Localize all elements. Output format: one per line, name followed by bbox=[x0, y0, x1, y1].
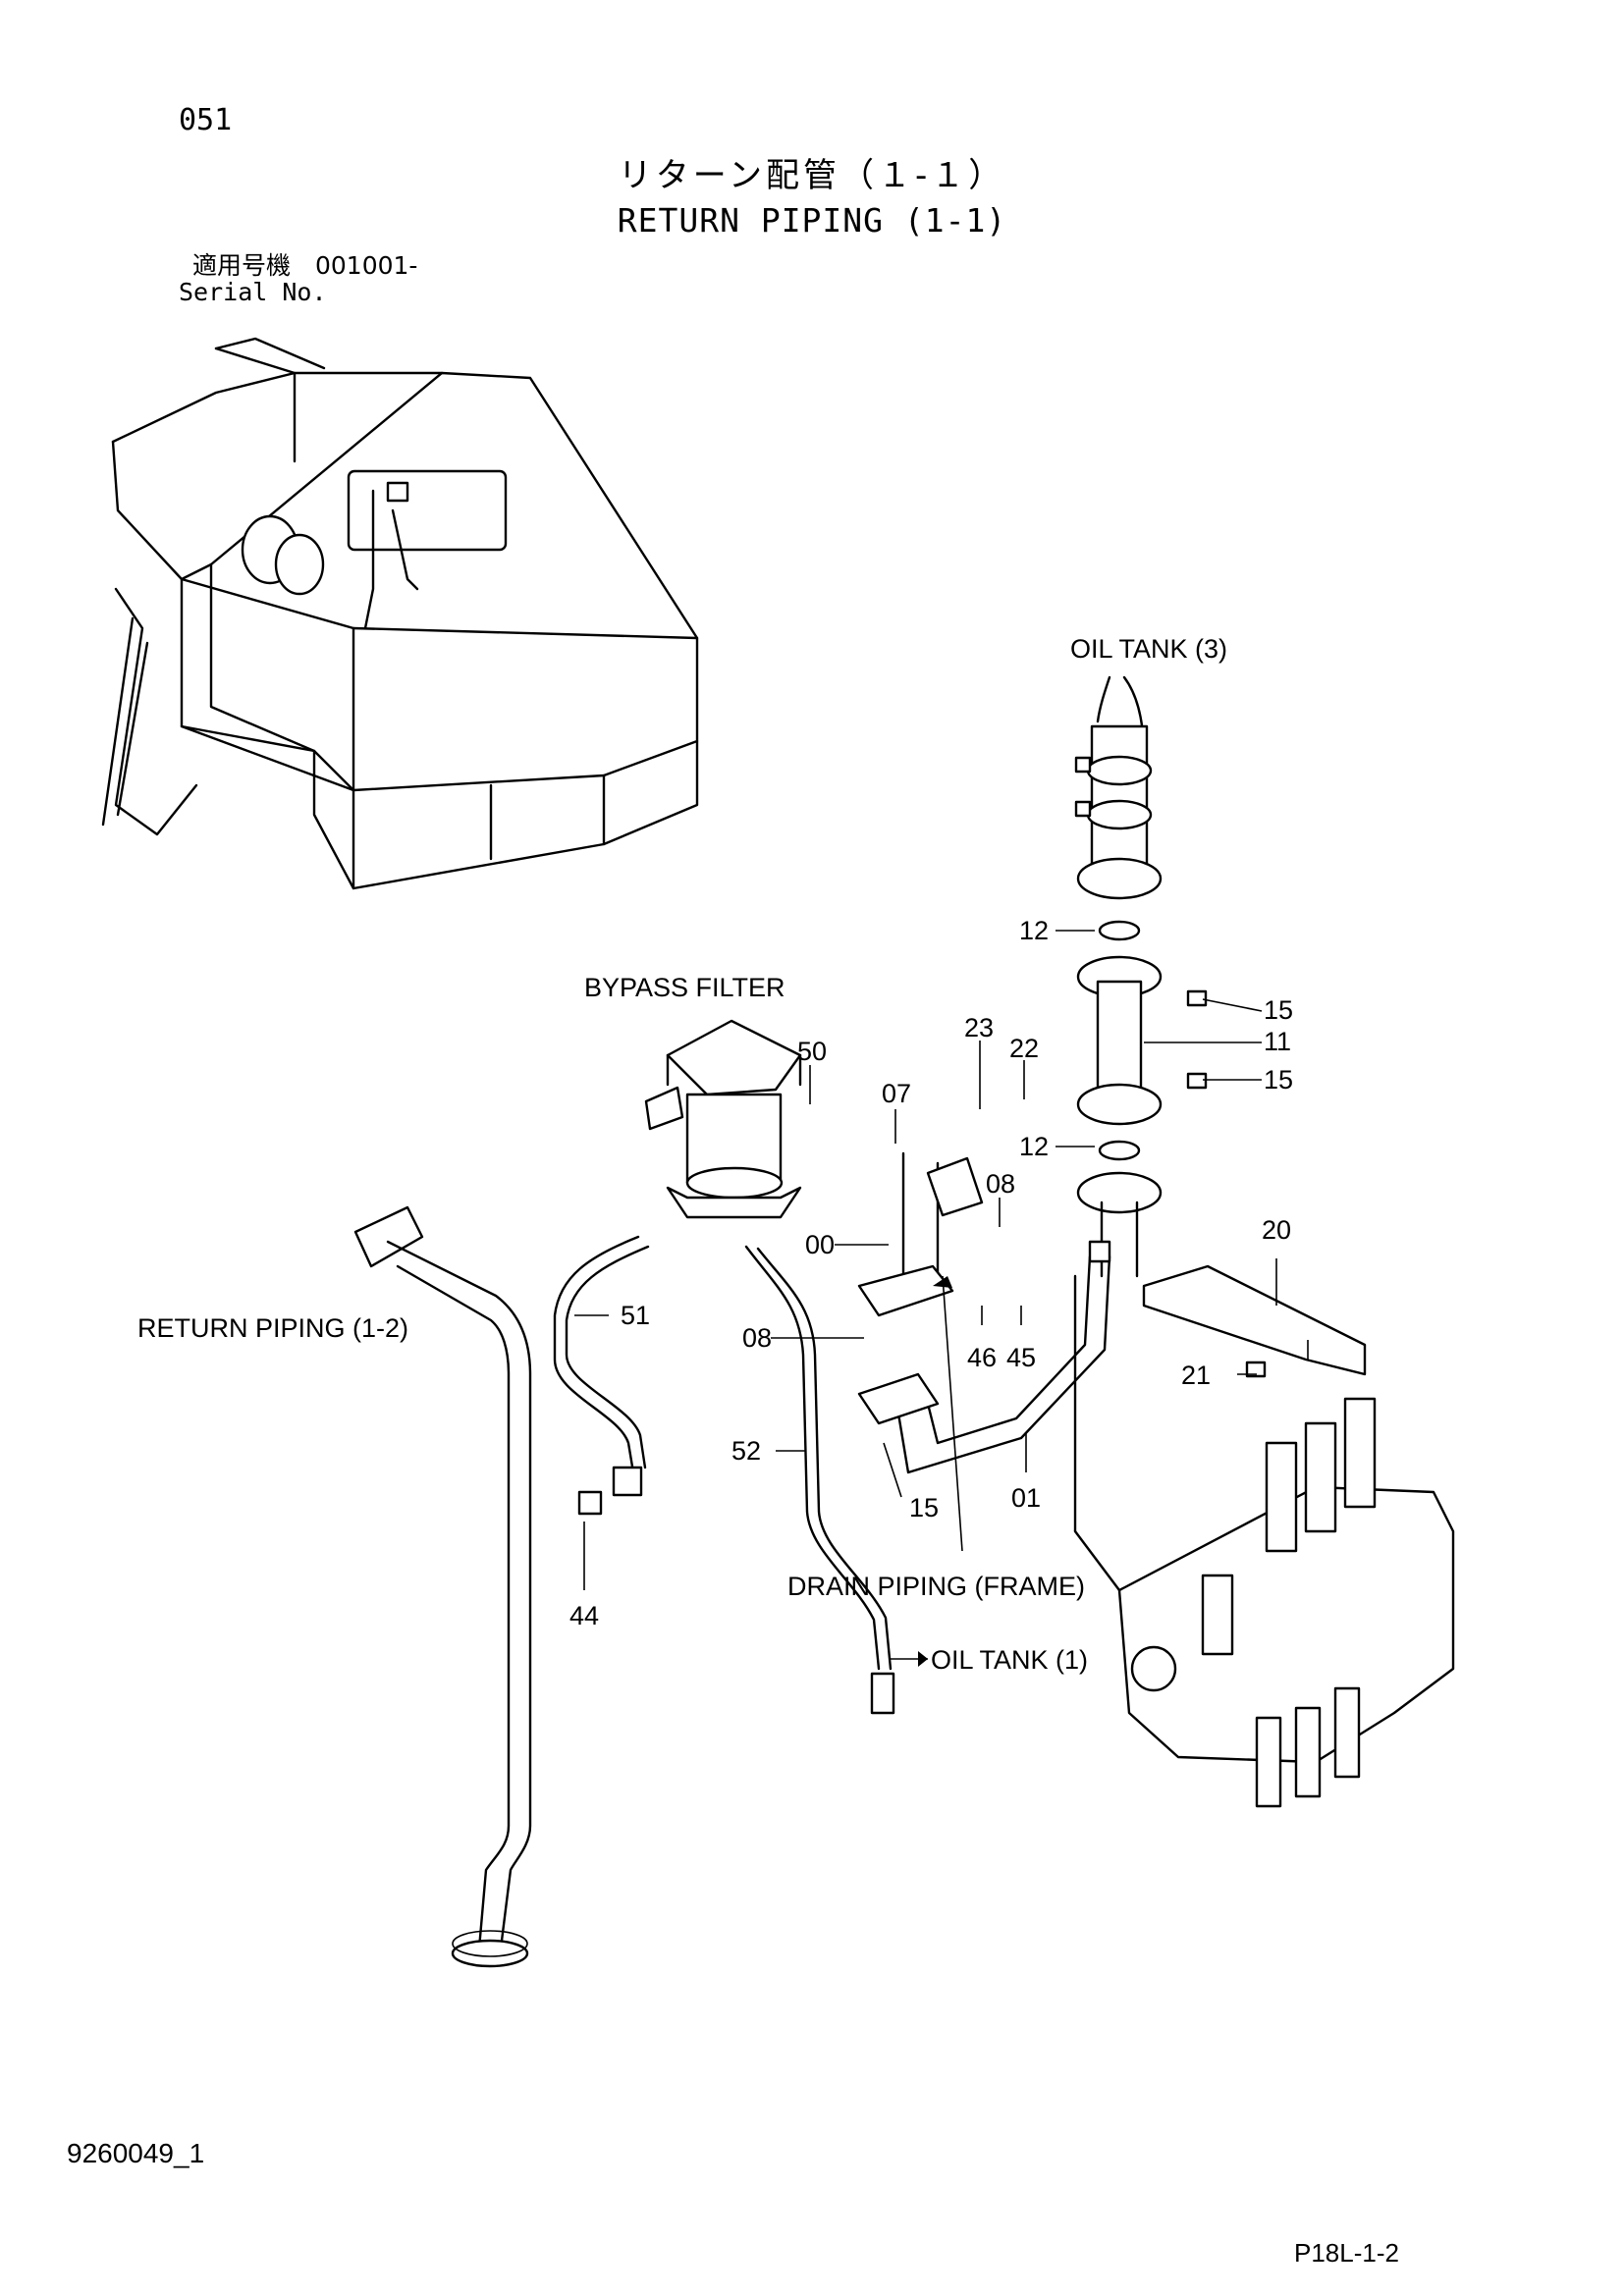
bypass-filter-drawing bbox=[644, 1019, 802, 1219]
serial-label-japanese: 適用号機 001001- bbox=[192, 251, 418, 280]
serial-label-english: Serial No. bbox=[179, 278, 327, 306]
part-label: 01 bbox=[1011, 1483, 1041, 1513]
control-valve-drawing bbox=[1073, 1274, 1455, 1808]
part-label: 51 bbox=[621, 1301, 650, 1330]
callout-oil-tank-1: OIL TANK (1) bbox=[931, 1645, 1088, 1675]
callout-drain-piping-frame: DRAIN PIPING (FRAME) bbox=[787, 1572, 1085, 1601]
part-label: 45 bbox=[1006, 1343, 1036, 1372]
callout-bypass-filter: BYPASS FILTER bbox=[584, 973, 785, 1002]
part-label: 08 bbox=[986, 1169, 1015, 1199]
part-label: 23 bbox=[964, 1013, 994, 1042]
machine-overview-drawing bbox=[101, 337, 699, 890]
sheet-number: P18L-1-2 bbox=[1294, 2238, 1399, 2268]
return-pipe-1-2-drawing bbox=[353, 1205, 532, 1968]
part-label: 12 bbox=[1019, 916, 1049, 945]
part-label: 00 bbox=[805, 1230, 835, 1259]
part-label: 12 bbox=[1019, 1132, 1049, 1161]
callout-return-piping-1-2: RETURN PIPING (1-2) bbox=[137, 1313, 408, 1343]
part-label: 08 bbox=[742, 1323, 772, 1353]
document-number: 9260049_1 bbox=[67, 2138, 205, 2168]
page-number: 051 bbox=[179, 103, 233, 137]
leader-lines bbox=[574, 930, 1277, 1667]
pipe-00-01-drawing bbox=[857, 1151, 1111, 1474]
part-label: 07 bbox=[882, 1079, 911, 1108]
part-label: 11 bbox=[1264, 1027, 1291, 1056]
part-label: 50 bbox=[797, 1037, 827, 1066]
part-label: 46 bbox=[967, 1343, 997, 1372]
part-label: 52 bbox=[731, 1436, 761, 1466]
part-label: 15 bbox=[1264, 1065, 1293, 1095]
part-label: 15 bbox=[909, 1493, 939, 1522]
callout-oil-tank-3: OIL TANK (3) bbox=[1070, 634, 1227, 664]
part-label: 20 bbox=[1262, 1215, 1291, 1245]
title-japanese: リターン配管（１-１） bbox=[618, 156, 1006, 195]
hose-drawings bbox=[553, 1235, 895, 1715]
part-label: 21 bbox=[1181, 1361, 1211, 1390]
oil-tank-pipe-assembly bbox=[1074, 675, 1367, 1378]
title-english: RETURN PIPING (1-1) bbox=[617, 201, 1007, 240]
part-label: 22 bbox=[1009, 1034, 1039, 1063]
part-label: 44 bbox=[569, 1601, 599, 1630]
part-label: 15 bbox=[1264, 995, 1293, 1025]
